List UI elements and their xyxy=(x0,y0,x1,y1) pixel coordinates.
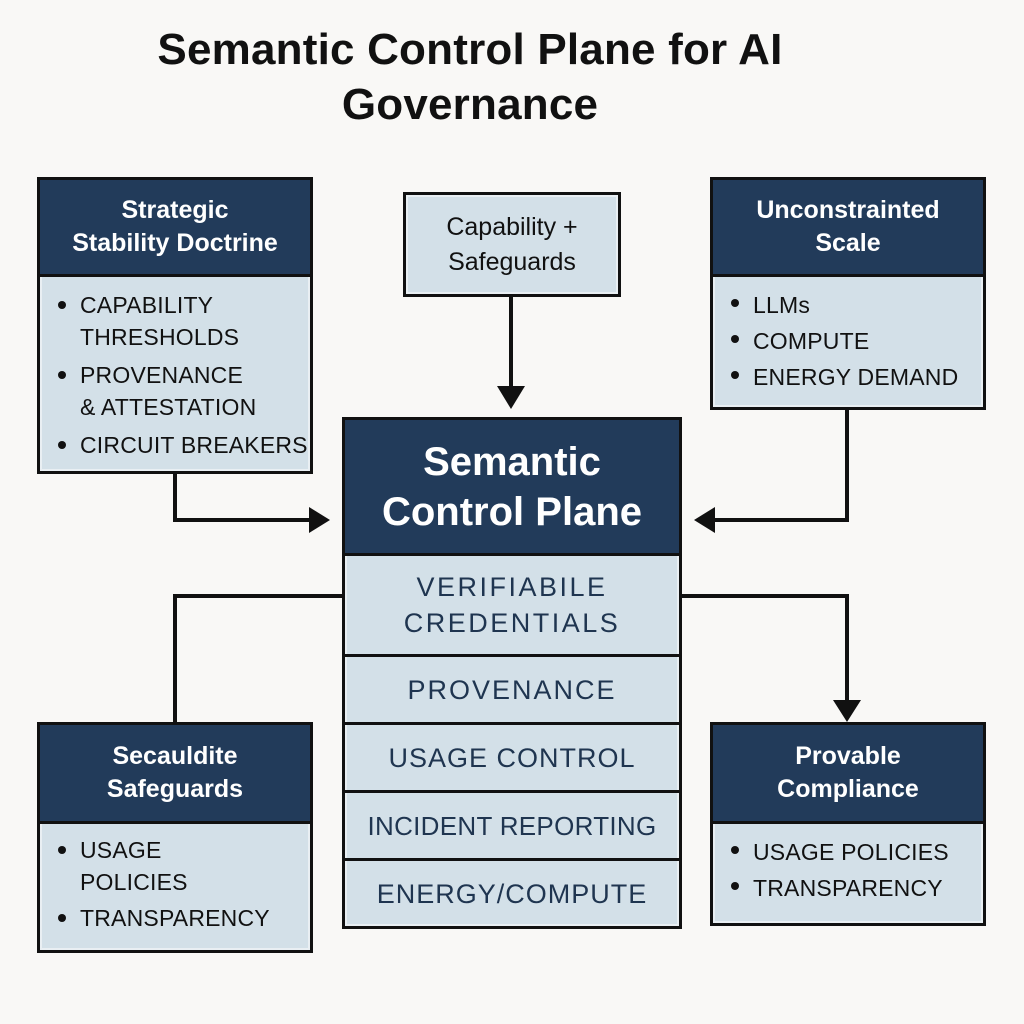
component-row-energy-compute[interactable]: ENERGY/COMPUTE xyxy=(345,861,679,926)
node-title-line: Scale xyxy=(815,229,881,257)
component-label: VERIFIABILE xyxy=(416,572,608,602)
component-row-provenance[interactable]: PROVENANCE xyxy=(345,657,679,725)
edge-scp-to-provable xyxy=(681,594,849,702)
node-header: Provable Compliance xyxy=(713,725,983,824)
node-item-list: LLMs COMPUTE ENERGY DEMAND xyxy=(713,277,983,395)
node-title-line: Secauldite xyxy=(112,742,238,770)
node-strategic-stability-doctrine[interactable]: Strategic Stability Doctrine CAPABILITY … xyxy=(37,177,313,474)
list-item-text: CIRCUIT BREAKERS xyxy=(80,432,308,458)
component-row-usage-control[interactable]: USAGE CONTROL xyxy=(345,725,679,793)
edge-unconstrained-to-scp xyxy=(712,409,849,522)
edge-strategic-to-scp xyxy=(173,473,312,522)
node-header: Semantic Control Plane xyxy=(345,420,679,556)
list-item-text: CAPABILITY xyxy=(80,292,214,318)
node-item-list: USAGE POLICIES TRANSPARENCY xyxy=(40,824,310,934)
title-line-1: Semantic Control Plane for AI xyxy=(157,25,783,74)
node-header: Secauldite Safeguards xyxy=(40,725,310,824)
node-title-line: Stability Doctrine xyxy=(72,229,278,257)
edge-scp-to-secauldite xyxy=(173,594,342,722)
arrowhead-left-icon xyxy=(694,507,715,533)
node-header: Strategic Stability Doctrine xyxy=(40,180,310,277)
node-item-list: USAGE POLICIES TRANSPARENCY xyxy=(713,824,983,906)
list-item: ENERGY DEMAND xyxy=(713,359,983,395)
node-title-line: Strategic xyxy=(121,196,229,224)
node-unconstrained-scale[interactable]: Unconstrainted Scale LLMs COMPUTE ENERGY… xyxy=(710,177,986,410)
arrowhead-right-icon xyxy=(309,507,330,533)
list-item: TRANSPARENCY xyxy=(40,902,310,934)
node-header: Unconstrainted Scale xyxy=(713,180,983,277)
list-item: CIRCUIT BREAKERS xyxy=(40,429,310,461)
node-secauldite-safeguards[interactable]: Secauldite Safeguards USAGE POLICIES TRA… xyxy=(37,722,313,953)
node-title-line: Semantic xyxy=(423,439,601,484)
arrowhead-down-icon xyxy=(833,700,861,722)
arrowhead-down-icon xyxy=(497,386,525,409)
component-label: CREDENTIALS xyxy=(403,608,621,638)
node-title-line: Safeguards xyxy=(106,775,244,803)
list-item-text: & ATTESTATION xyxy=(80,394,257,420)
list-item: PROVENANCE & ATTESTATION xyxy=(40,359,310,423)
node-label-line: Safeguards xyxy=(448,247,576,276)
component-label: ENERGY/COMPUTE xyxy=(376,878,648,909)
node-provable-compliance[interactable]: Provable Compliance USAGE POLICIES TRANS… xyxy=(710,722,986,926)
node-title-line: Control Plane xyxy=(381,489,643,534)
list-item-text: TRANSPARENCY xyxy=(80,905,270,931)
list-item-text: POLICIES xyxy=(80,869,188,895)
list-item: TRANSPARENCY xyxy=(713,870,983,906)
title-line-2: Governance xyxy=(341,80,599,129)
node-item-list: CAPABILITY THRESHOLDS PROVENANCE & ATTES… xyxy=(40,277,310,461)
component-label: USAGE CONTROL xyxy=(388,742,636,773)
list-item-text: USAGE xyxy=(80,837,162,863)
diagram-title: Semantic Control Plane for AI Governance xyxy=(60,22,880,132)
component-label: PROVENANCE xyxy=(407,674,617,705)
list-item-text: PROVENANCE xyxy=(80,362,244,388)
node-title-line: Compliance xyxy=(777,775,919,803)
node-body: Capability + Safeguards xyxy=(406,195,618,294)
node-title-line: Provable xyxy=(795,742,901,770)
list-item: COMPUTE xyxy=(713,323,983,359)
node-semantic-control-plane[interactable]: Semantic Control Plane VERIFIABILE CREDE… xyxy=(342,417,682,929)
list-item: USAGE POLICIES xyxy=(40,834,310,898)
component-row-verifiable-credentials[interactable]: VERIFIABILE CREDENTIALS xyxy=(345,556,679,657)
list-item: LLMs xyxy=(713,287,983,323)
list-item: USAGE POLICIES xyxy=(713,834,983,870)
node-label-line: Capability + xyxy=(446,212,578,241)
node-title-line: Unconstrainted xyxy=(756,196,940,224)
node-capability-safeguards[interactable]: Capability + Safeguards xyxy=(403,192,621,297)
component-row-incident-reporting[interactable]: INCIDENT REPORTING xyxy=(345,793,679,861)
list-item-text: THRESHOLDS xyxy=(80,324,240,350)
component-label: INCIDENT REPORTING xyxy=(367,810,657,841)
list-item: CAPABILITY THRESHOLDS xyxy=(40,289,310,353)
